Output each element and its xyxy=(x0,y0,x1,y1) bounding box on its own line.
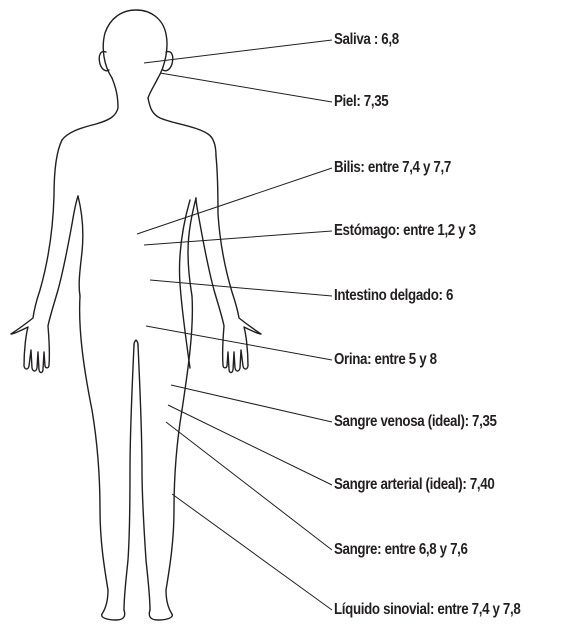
leader-line-liquido-sinovial xyxy=(172,494,332,610)
label-intestino-delgado: Intestino delgado: 6 xyxy=(334,287,453,305)
label-saliva: Saliva : 6,8 xyxy=(334,31,399,49)
leader-line-sangre-venosa xyxy=(171,385,332,422)
right-arm-outline xyxy=(196,156,261,373)
leader-line-saliva xyxy=(144,40,332,63)
back-contour-line xyxy=(179,200,190,368)
torso-left-outline xyxy=(78,196,83,296)
leader-line-intestino xyxy=(150,280,332,296)
label-piel: Piel: 7,35 xyxy=(334,93,388,111)
label-orina: Orina: entre 5 y 8 xyxy=(334,351,437,369)
left-leg-inner-outline xyxy=(124,345,134,610)
crotch-outline xyxy=(134,340,138,345)
label-estomago: Estómago: entre 1,2 y 3 xyxy=(334,222,476,240)
torso-right-outline xyxy=(188,198,196,296)
right-leg-inner-outline xyxy=(138,345,150,610)
left-arm-outline xyxy=(11,140,78,373)
left-leg-outline xyxy=(80,296,125,620)
label-sangre: Sangre: entre 6,8 y 7,6 xyxy=(334,541,468,559)
label-sangre-arterial: Sangre arterial (ideal): 7,40 xyxy=(334,476,494,494)
label-liquido-sinovial: Líquido sinovial: entre 7,4 y 7,8 xyxy=(334,601,520,619)
head-outline xyxy=(103,10,167,98)
neck-left-outline xyxy=(62,78,118,140)
leader-line-estomago xyxy=(144,231,332,245)
leader-line-piel xyxy=(160,73,332,102)
right-leg-outline xyxy=(149,296,192,620)
leader-line-sangre xyxy=(166,422,332,550)
leader-line-sangre-arterial xyxy=(168,405,332,485)
leader-line-orina xyxy=(146,326,332,360)
label-bilis: Bilis: entre 7,4 y 7,7 xyxy=(334,159,451,177)
leader-line-bilis xyxy=(137,168,332,234)
neck-right-outline xyxy=(148,98,216,156)
label-sangre-venosa: Sangre venosa (ideal): 7,35 xyxy=(334,413,497,431)
